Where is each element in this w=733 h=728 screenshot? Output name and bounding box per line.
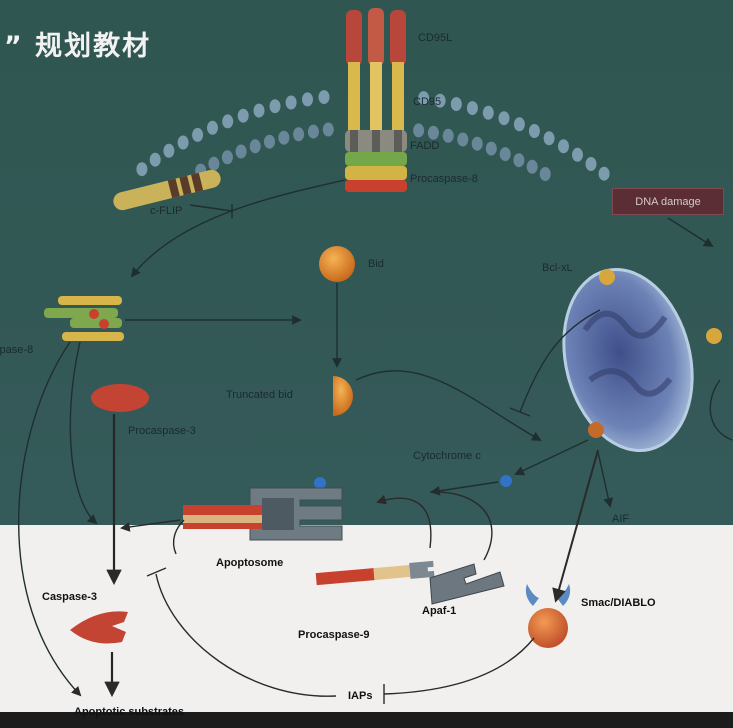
membrane-lipid-head bbox=[178, 136, 189, 150]
membrane-lipid-head bbox=[451, 97, 462, 111]
membrane-lipid-head bbox=[308, 125, 319, 139]
membrane-lipid-head bbox=[323, 123, 334, 137]
membrane-lipid-head bbox=[527, 160, 538, 174]
fadd-segment bbox=[350, 130, 358, 152]
label-apoptosome: Apoptosome bbox=[216, 557, 283, 569]
membrane-lipid-head bbox=[514, 117, 525, 131]
bcl-xl-dot bbox=[706, 328, 722, 344]
cytochrome-c-dot bbox=[500, 475, 512, 487]
bid-molecule bbox=[319, 246, 355, 282]
membrane-lipid-head bbox=[293, 127, 304, 141]
procaspase3-molecule bbox=[91, 384, 149, 412]
membrane-lipid-head bbox=[319, 90, 330, 104]
label-iaps: IAPs bbox=[348, 690, 372, 702]
label-aif: AIF bbox=[612, 513, 629, 525]
procaspase8-yellow bbox=[345, 166, 407, 180]
membrane-lipid-head bbox=[236, 145, 247, 159]
cd95l-strand-2 bbox=[368, 8, 384, 66]
membrane-lipid-head bbox=[238, 109, 249, 123]
cd95-strand-2 bbox=[370, 62, 382, 132]
bcl-xl-dot bbox=[599, 269, 615, 285]
cd95-receptor-complex bbox=[345, 8, 407, 192]
label-caspase3: Caspase-3 bbox=[42, 591, 97, 603]
procaspase8-green bbox=[345, 152, 407, 166]
label-bcl-xl: Bcl-xL bbox=[542, 262, 573, 274]
membrane-lipid-head bbox=[250, 139, 261, 153]
membrane-lipid-head bbox=[428, 126, 439, 140]
membrane-lipid-head bbox=[150, 153, 161, 167]
membrane-lipid-head bbox=[163, 144, 174, 158]
cytochrome-c-dot bbox=[314, 477, 326, 489]
membrane-lipid-head bbox=[207, 121, 218, 135]
membrane-lipid-head bbox=[457, 133, 468, 147]
membrane-lipid-head bbox=[558, 139, 569, 153]
membrane-lipid-head bbox=[467, 101, 478, 115]
header-quote: ” bbox=[4, 31, 24, 62]
dna-damage-box: DNA damage bbox=[612, 188, 724, 215]
label-apoptotic-substrates: Apoptotic substrates bbox=[74, 706, 184, 718]
label-procaspase3: Procaspase-3 bbox=[128, 425, 196, 437]
label-cd95l: CD95L bbox=[418, 32, 452, 44]
label-bid: Bid bbox=[368, 258, 384, 270]
membrane-lipid-head bbox=[513, 153, 524, 167]
procaspase8-red bbox=[345, 180, 407, 192]
page-header: ” 规划教材 bbox=[4, 24, 151, 63]
membrane-lipid-head bbox=[270, 99, 281, 113]
membrane-lipid-head bbox=[486, 142, 497, 156]
label-fadd: FADD bbox=[410, 140, 439, 152]
membrane-lipid-head bbox=[499, 111, 510, 125]
membrane-lipid-head bbox=[500, 147, 511, 161]
membrane-lipid-head bbox=[278, 131, 289, 145]
fadd-segment bbox=[372, 130, 380, 152]
membrane-lipid-head bbox=[136, 162, 147, 176]
label-truncated-bid: Truncated bid bbox=[226, 389, 293, 401]
membrane-lipid-head bbox=[443, 129, 454, 143]
membrane-lipid-head bbox=[413, 123, 424, 137]
cd95-strand-3 bbox=[392, 62, 404, 132]
membrane-lipid-head bbox=[302, 92, 313, 106]
membrane-lipid-head bbox=[599, 167, 610, 181]
membrane-lipid-head bbox=[586, 157, 597, 171]
membrane-lipid-head bbox=[222, 114, 233, 128]
membrane-lipid-head bbox=[208, 157, 219, 171]
header-title: 规划教材 bbox=[35, 31, 151, 62]
label-smac-diablo: Smac/DIABLO bbox=[581, 597, 656, 609]
membrane-lipid-head bbox=[529, 124, 540, 138]
membrane-lipid-head bbox=[472, 137, 483, 151]
label-procaspase8: Procaspase-8 bbox=[410, 173, 478, 185]
label-apaf1: Apaf-1 bbox=[422, 605, 456, 617]
membrane-lipid-head bbox=[540, 167, 551, 181]
label-cd95: CD95 bbox=[413, 96, 441, 108]
label-cytochrome-c: Cytochrome c bbox=[413, 450, 481, 462]
label-cflip: c-FLIP bbox=[150, 205, 182, 217]
mito-release-dot bbox=[588, 422, 604, 438]
label-caspase8: Caspase-8 bbox=[0, 344, 33, 356]
cd95l-strand-1 bbox=[346, 10, 362, 66]
membrane-lipid-head bbox=[483, 106, 494, 120]
membrane-lipid-head bbox=[286, 96, 297, 110]
membrane-lipid-head bbox=[572, 148, 583, 162]
label-procaspase9: Procaspase-9 bbox=[298, 629, 370, 641]
membrane-lipid-head bbox=[192, 128, 203, 142]
cd95-strand-1 bbox=[348, 62, 360, 132]
membrane-lipid-head bbox=[544, 131, 555, 145]
membrane-lipid-head bbox=[254, 104, 265, 118]
membrane-lipid-head bbox=[222, 150, 233, 164]
membrane-lipid-head bbox=[264, 135, 275, 149]
cd95l-strand-3 bbox=[390, 10, 406, 66]
fadd-segment bbox=[394, 130, 402, 152]
